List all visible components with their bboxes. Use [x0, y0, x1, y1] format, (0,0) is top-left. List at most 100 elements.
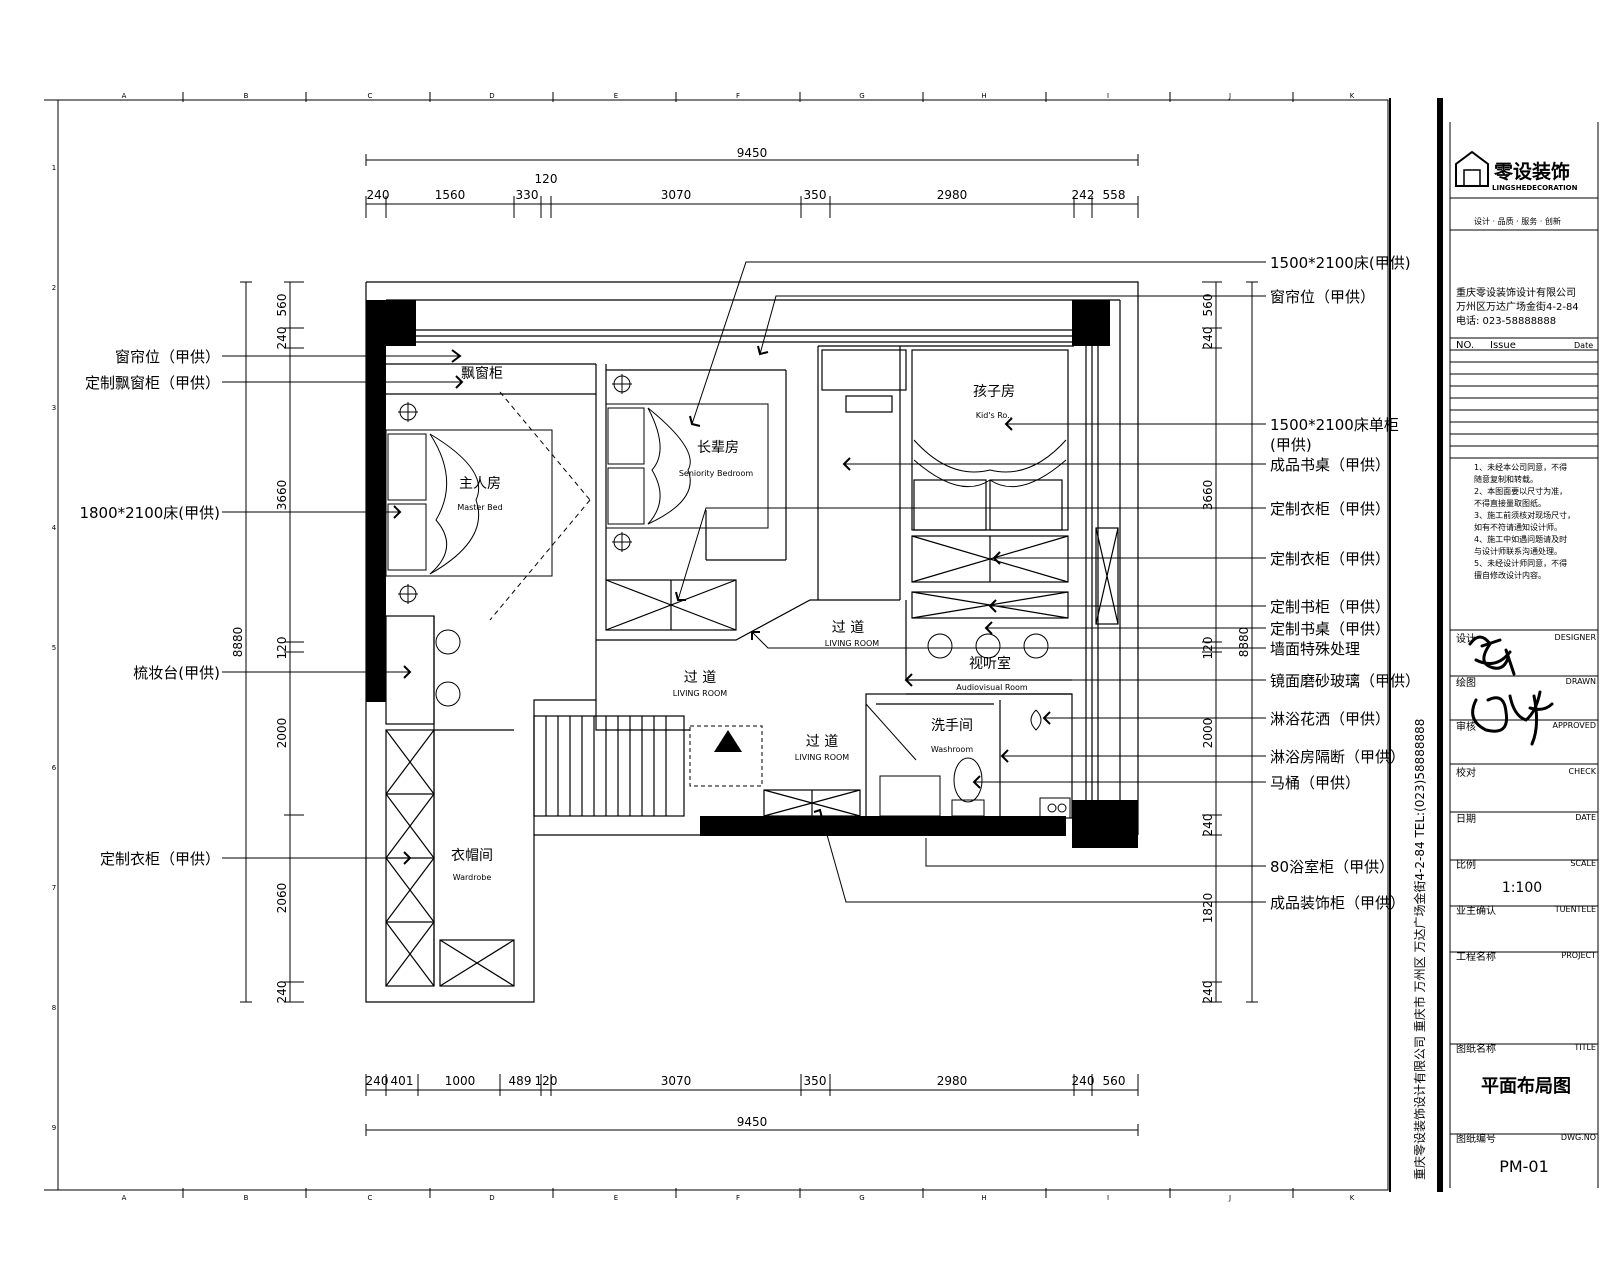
dim-top-120: 120 [535, 172, 558, 186]
leader-arrows-right [675, 345, 1051, 819]
dimension-text-right: 560 240 3660 120 2000 240 1820 240 8880 [1201, 294, 1251, 1004]
grid-col-j-bottom: J [1228, 1194, 1231, 1202]
vertical-company-text: 重庆零设装饰设计有限公司 重庆市 万州区 万达广场金街4-2-84 TEL:(0… [1412, 719, 1427, 1180]
scale-value: 1:100 [1502, 880, 1542, 896]
label-frosted-glass: 镜面磨砂玻璃（甲供） [1270, 672, 1420, 690]
check-en: CHECK [1569, 767, 1597, 776]
label-bed-1500: 1500*2100床(甲供) [1270, 254, 1411, 272]
issue-date: Date [1574, 341, 1593, 350]
logo-text: 零设装饰 [1493, 160, 1570, 183]
dim-right-240: 240 [1201, 327, 1215, 350]
grid-col-j: J [1228, 92, 1231, 100]
leader-lines-right [677, 261, 1266, 903]
dim-top-330: 330 [516, 188, 539, 202]
signature-scribbles [1468, 635, 1554, 746]
note-2: 随意复制和转载。 [1474, 474, 1538, 484]
grid-col-h: H [981, 92, 986, 100]
grid-col-b-bottom: B [244, 1194, 249, 1202]
dim-bottom-2980: 2980 [937, 1074, 968, 1088]
label-desk-finished: 成品书桌（甲供） [1270, 456, 1390, 474]
grid-col-g-bottom: G [859, 1194, 864, 1202]
stair-arrow [689, 725, 763, 787]
grid-col-g: G [859, 92, 864, 100]
room-elder-bed: 长辈房 [697, 440, 739, 456]
room-kid-en: Kid's Ro.. [976, 411, 1013, 420]
grid-row-6: 6 [52, 764, 57, 772]
grid-col-a-bottom: A [122, 1194, 127, 1202]
label-dresser: 梳妆台(甲供) [133, 664, 220, 682]
dim-bottom-560: 560 [1103, 1074, 1126, 1088]
company-name: 重庆零设装饰设计有限公司 [1456, 286, 1576, 299]
dim-bottom-240-right: 240 [1072, 1074, 1095, 1088]
dim-bottom-3070: 3070 [661, 1074, 692, 1088]
note-7: 4、施工中如遇问题请及时 [1474, 534, 1567, 544]
labels-right: 1500*2100床(甲供) 窗帘位（甲供） 1500*2100床单柜 (甲供)… [1270, 254, 1420, 912]
dimension-lines-top [365, 154, 1139, 218]
kid-bed [913, 439, 1067, 488]
scale-cn: 比例 [1456, 858, 1476, 871]
dim-left-120: 120 [275, 637, 289, 660]
room-master-bed-en: Master Bed [457, 503, 502, 512]
grid-col-i: I [1107, 92, 1109, 100]
note-9: 5、未经设计师同意，不得 [1474, 558, 1567, 568]
grid-row-4: 4 [52, 524, 57, 532]
label-bay-cabinet: 定制飘窗柜（甲供） [85, 374, 220, 392]
dim-left-2060: 2060 [275, 883, 289, 914]
corridor-3: 过 道 [806, 734, 838, 750]
room-wardrobe: 衣帽间 [451, 848, 493, 864]
dim-top-2980: 2980 [937, 188, 968, 202]
note-5: 3、施工前须核对现场尺寸， [1474, 510, 1575, 520]
approved-cn: 审核 [1456, 720, 1476, 733]
label-curtain-right: 窗帘位（甲供） [1270, 288, 1375, 306]
dim-left-total: 8880 [231, 627, 245, 658]
label-wardrobe-kid: 定制衣柜（甲供） [1270, 550, 1390, 568]
scale-en: SCALE [1570, 859, 1596, 868]
corridor-2: 过 道 [832, 620, 864, 636]
drawing-frame [44, 98, 1599, 1192]
dimension-lines-right [1202, 281, 1258, 1003]
grid-row-7: 7 [52, 884, 56, 892]
title-block-lines [1450, 197, 1598, 1135]
grid-col-a: A [122, 92, 127, 100]
label-toilet: 马桶（甲供） [1270, 774, 1360, 792]
client-en: TUENTELE [1554, 905, 1596, 914]
grid-col-k-bottom: K [1350, 1194, 1355, 1202]
dim-bottom-240: 240 [366, 1074, 389, 1088]
drawing-number: PM-01 [1499, 1157, 1549, 1176]
client-cn: 业主确认 [1456, 904, 1496, 917]
date-cn: 日期 [1456, 813, 1476, 825]
dim-bottom-350: 350 [804, 1074, 827, 1088]
company-address: 万州区万达广场金街4-2-84 [1456, 300, 1579, 313]
label-bookcase: 定制书柜（甲供） [1270, 598, 1390, 616]
issue-label: Issue [1490, 340, 1516, 351]
room-washroom-en: Washroom [931, 745, 973, 754]
grid-col-b: B [244, 92, 249, 100]
label-bed-single-2: (甲供) [1270, 436, 1312, 454]
label-wardrobe-elder: 定制衣柜（甲供） [1270, 500, 1390, 518]
label-desk-custom: 定制书桌（甲供） [1270, 620, 1390, 638]
label-bath-cabinet: 80浴室柜（甲供） [1270, 858, 1394, 876]
dim-left-240-bottom: 240 [275, 981, 289, 1004]
dim-top-1560: 1560 [435, 188, 466, 202]
grid-col-h-bottom: H [981, 1194, 986, 1202]
designer-en: DESIGNER [1555, 633, 1597, 642]
company-slogan: 设计 · 品质 · 服务 · 创新 [1474, 216, 1561, 226]
dimension-text-bottom: 240 401 1000 489 120 3070 350 2980 240 5… [366, 1074, 1126, 1129]
grid-col-f-bottom: F [736, 1194, 740, 1202]
title-block-text: 设计 · 品质 · 服务 · 创新 重庆零设装饰设计有限公司 万州区万达广场金街… [1456, 216, 1597, 1176]
note-3: 2、本图面要以尺寸为准， [1474, 486, 1567, 496]
dim-top-350: 350 [804, 188, 827, 202]
dimension-text-top: 9450 120 240 1560 330 3070 350 2980 242 … [367, 146, 1126, 202]
room-av-en: Audiovisual Room [956, 683, 1028, 692]
leader-arrows-left [393, 349, 464, 865]
room-wardrobe-en: Wardrobe [453, 873, 492, 882]
solid-walls [366, 300, 1138, 848]
dressing-stools [435, 629, 1049, 707]
label-bed-single: 1500*2100床单柜 [1270, 416, 1399, 434]
room-av: 视听室 [969, 655, 1011, 672]
grid-row-8: 8 [52, 1004, 56, 1012]
labels-left: 窗帘位（甲供） 定制飘窗柜（甲供） 1800*2100床(甲供) 梳妆台(甲供)… [79, 348, 220, 868]
dim-right-240-bottom: 240 [1201, 981, 1215, 1004]
grid-row-9: 9 [52, 1124, 56, 1132]
room-kid: 孩子房 [973, 384, 1015, 400]
